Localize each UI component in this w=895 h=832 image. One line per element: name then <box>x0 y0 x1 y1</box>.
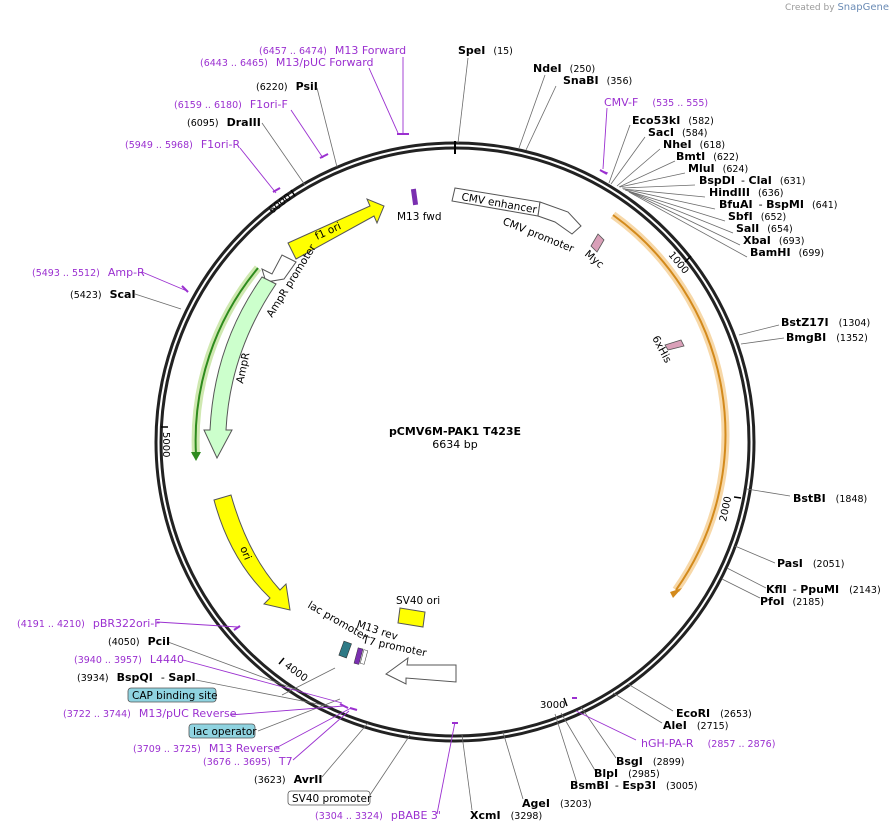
primer-t7: (3676 .. 3695)T7 <box>203 755 293 768</box>
site-pcii: (4050)PciI <box>108 635 170 648</box>
primer-amp-r: (5493 .. 5512)Amp-R <box>32 266 145 279</box>
site-xbai: XbaI(693) <box>743 234 804 247</box>
site-alei: AleI(2715) <box>663 719 728 732</box>
primer-labels: (6457 .. 6474)M13 Forward (6443 .. 6465)… <box>17 44 775 822</box>
primer-marks <box>181 133 608 724</box>
tick-4000: 4000 <box>282 661 309 685</box>
tick-6000: 6000 <box>267 192 294 216</box>
primer-m13-puc-forward: (6443 .. 6465)M13/pUC Forward <box>200 56 374 69</box>
site-xcmi: XcmI(3298) <box>470 809 542 822</box>
site-bspdi-clai: BspDI- ClaI(631) <box>699 174 805 187</box>
orf-arc-line <box>612 214 727 591</box>
site-spei: SpeI(15) <box>458 44 513 57</box>
site-bamhi: BamHI(699) <box>750 246 824 259</box>
orf-arc <box>610 211 730 593</box>
site-pasi: PasI(2051) <box>777 557 844 570</box>
site-bstz17i: BstZ17I(1304) <box>781 316 870 329</box>
myc-label: Myc <box>582 248 606 271</box>
site-nhei: NheI(618) <box>663 138 725 151</box>
sv40-promoter-label: SV40 promoter <box>292 793 372 805</box>
site-mlui: MluI(624) <box>688 162 748 175</box>
plasmid-name: pCMV6M-PAK1 T423E <box>389 425 521 438</box>
feature-sv40-ori: SV40 ori <box>396 595 440 628</box>
primer-l4440: (3940 .. 3957)L4440 <box>74 653 184 666</box>
orf-arrowhead <box>670 588 682 598</box>
primer-m13-puc-reverse: (3722 .. 3744)M13/pUC Reverse <box>63 707 237 720</box>
feature-ori: ori <box>213 494 291 611</box>
ori-label: ori <box>237 545 253 562</box>
primer-cmv-f: CMV-F(535 .. 555) <box>604 96 708 109</box>
site-scai: (5423)ScaI <box>70 288 136 301</box>
feature-cmv-enhancer: CMV enhancer <box>451 187 541 217</box>
primer-hgh-pa-r: hGH-PA-R(2857 .. 2876) <box>641 737 775 750</box>
feature-f1-ori: f1 ori <box>287 198 385 260</box>
boxed-labels: CAP binding site lac operator SV40 promo… <box>127 687 372 806</box>
site-avrii: (3623)AvrII <box>254 773 323 786</box>
plasmid-length: 6634 bp <box>432 438 477 451</box>
m13-fwd-label: M13 fwd <box>397 211 442 223</box>
primer-f1ori-r: (5949 .. 5968)F1ori-R <box>125 138 240 151</box>
site-hindiii: HindIII(636) <box>709 186 784 199</box>
feature-ampr: AmpR <box>203 276 277 460</box>
sv40-promoter-box <box>287 790 371 806</box>
feature-6xhis: 6xHis <box>649 334 685 365</box>
site-kfli-ppumi: KflI- PpuMI(2143) <box>766 583 881 596</box>
ampr-orf-arrowhead <box>191 452 201 461</box>
site-bsmbi-esp3i: BsmBI- Esp3I(3005) <box>570 779 698 792</box>
cap-binding-site-box <box>127 687 217 703</box>
tick-5000: 5000 <box>160 432 171 457</box>
snapgene-logo: SnapGene <box>837 2 889 13</box>
snapgene-credit: Created by SnapGene <box>785 2 889 13</box>
ampr-orf-line <box>194 267 259 456</box>
site-pfoi: PfoI(2185) <box>760 595 824 608</box>
site-sbfi: SbfI(652) <box>728 210 786 223</box>
primer-m13-reverse: (3709 .. 3725)M13 Reverse <box>133 742 280 755</box>
site-psii: (6220)PsiI <box>256 80 318 93</box>
site-bstbi: BstBI(1848) <box>793 492 867 505</box>
feature-t7-promoter: T7 promoter <box>360 634 457 685</box>
site-saci: SacI(584) <box>648 126 708 139</box>
site-sali: SalI(654) <box>736 222 793 235</box>
site-ndei: NdeI(250) <box>533 62 595 75</box>
site-bmti: BmtI(622) <box>676 150 739 163</box>
site-eco53ki: Eco53kI(582) <box>632 114 714 127</box>
site-bspqi-sapi: (3934)BspQI- SapI <box>77 671 196 684</box>
site-ecori: EcoRI(2653) <box>676 707 752 720</box>
primer-pbr322ori-f: (4191 .. 4210)pBR322ori-F <box>17 617 161 630</box>
site-agei: AgeI(3203) <box>522 797 592 810</box>
site-bfuai-bspmi: BfuAI- BspMI(641) <box>719 198 837 211</box>
feature-myc: Myc <box>582 233 606 271</box>
tick-2000: 2000 <box>718 495 734 522</box>
site-bmgbi: BmgBI(1352) <box>786 331 868 344</box>
site-connectors <box>134 57 791 811</box>
cap-binding-site-label: CAP binding site <box>132 690 218 702</box>
lac-operator-label: lac operator <box>193 726 257 738</box>
lac-operator-box <box>188 723 256 739</box>
feature-m13-fwd: M13 fwd <box>397 188 442 223</box>
sv40-ori-label: SV40 ori <box>396 595 440 607</box>
site-blpi: BlpI(2985) <box>594 767 660 780</box>
site-snabi: SnaBI(356) <box>563 74 632 87</box>
tick-3000: 3000 <box>540 700 565 711</box>
primer-pbabe-3: (3304 .. 3324)pBABE 3' <box>315 809 441 822</box>
enzyme-labels: SpeI(15) NdeI(250) SnaBI(356) Eco53kI(58… <box>70 44 881 822</box>
site-draiii: (6095)DraIII <box>187 116 261 129</box>
site-bsgi: BsgI(2899) <box>616 755 685 768</box>
primer-m13-forward: (6457 .. 6474)M13 Forward <box>259 44 406 57</box>
primer-f1ori-f: (6159 .. 6180)F1ori-F <box>174 98 288 111</box>
